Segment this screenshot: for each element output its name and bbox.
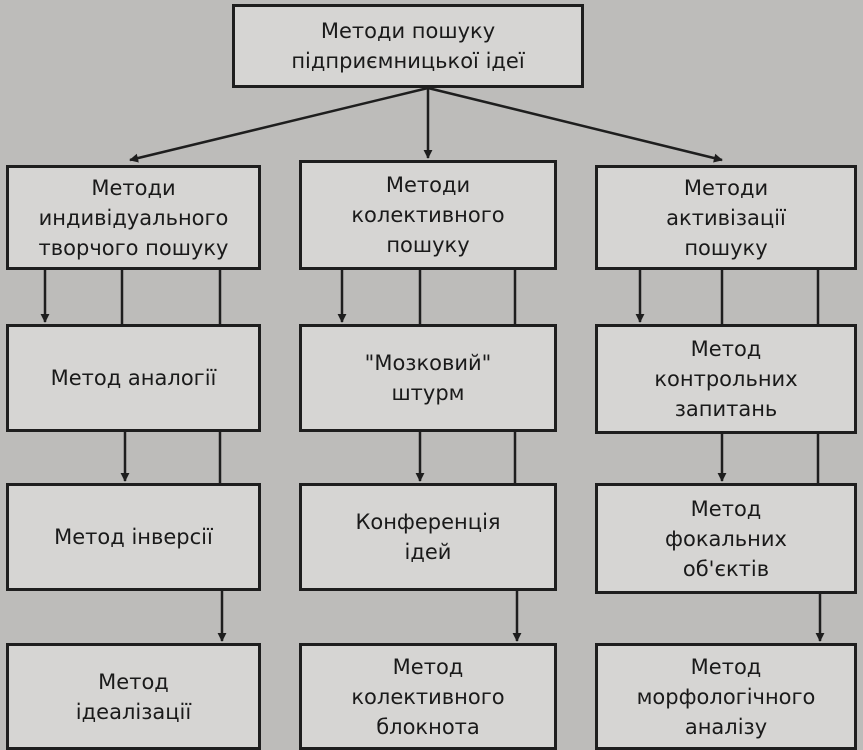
method-idea-conference-label: Конференція ідей [355, 510, 501, 564]
method-analogy: Метод аналогії [6, 324, 261, 432]
arrow-root-to-activation [427, 86, 723, 163]
method-morphological-analysis: Метод морфологічного аналізу [595, 643, 857, 750]
method-idea-conference: Конференція ідей [299, 483, 557, 591]
method-idealization-label: Метод ідеалізації [75, 669, 192, 724]
method-inversion-label: Метод інверсії [54, 525, 213, 549]
method-focal-objects: Метод фокальних об'єктів [595, 483, 857, 594]
method-collective-notebook-label: Метод колективного блокнота [351, 654, 505, 739]
method-control-questions: Метод контрольних запитань [595, 324, 857, 434]
method-brainstorm: "Мозковий" штурм [299, 324, 557, 432]
method-idealization: Метод ідеалізації [6, 643, 261, 750]
category-individual-label: Методи индивідуального творчого пошуку [38, 175, 229, 260]
category-individual: Методи индивідуального творчого пошуку [6, 165, 261, 270]
method-collective-notebook: Метод колективного блокнота [299, 643, 557, 750]
category-collective: Методи колективного пошуку [299, 160, 557, 270]
method-inversion: Метод інверсії [6, 483, 261, 591]
root-node: Методи пошуку підприємницької ідеї [232, 4, 584, 88]
method-focal-objects-label: Метод фокальних об'єктів [665, 496, 787, 581]
method-control-questions-label: Метод контрольних запитань [654, 337, 798, 421]
method-analogy-label: Метод аналогії [50, 366, 217, 390]
arrow-root-to-individual [129, 86, 429, 163]
category-activation: Методи активізації пошуку [595, 165, 857, 270]
category-collective-label: Методи колективного пошуку [351, 173, 505, 257]
method-morphological-analysis-label: Метод морфологічного аналізу [636, 654, 816, 739]
method-brainstorm-label: "Мозковий" штурм [364, 351, 492, 405]
root-label: Методи пошуку підприємницької ідеї [291, 19, 525, 73]
category-activation-label: Методи активізації пошуку [666, 175, 786, 260]
